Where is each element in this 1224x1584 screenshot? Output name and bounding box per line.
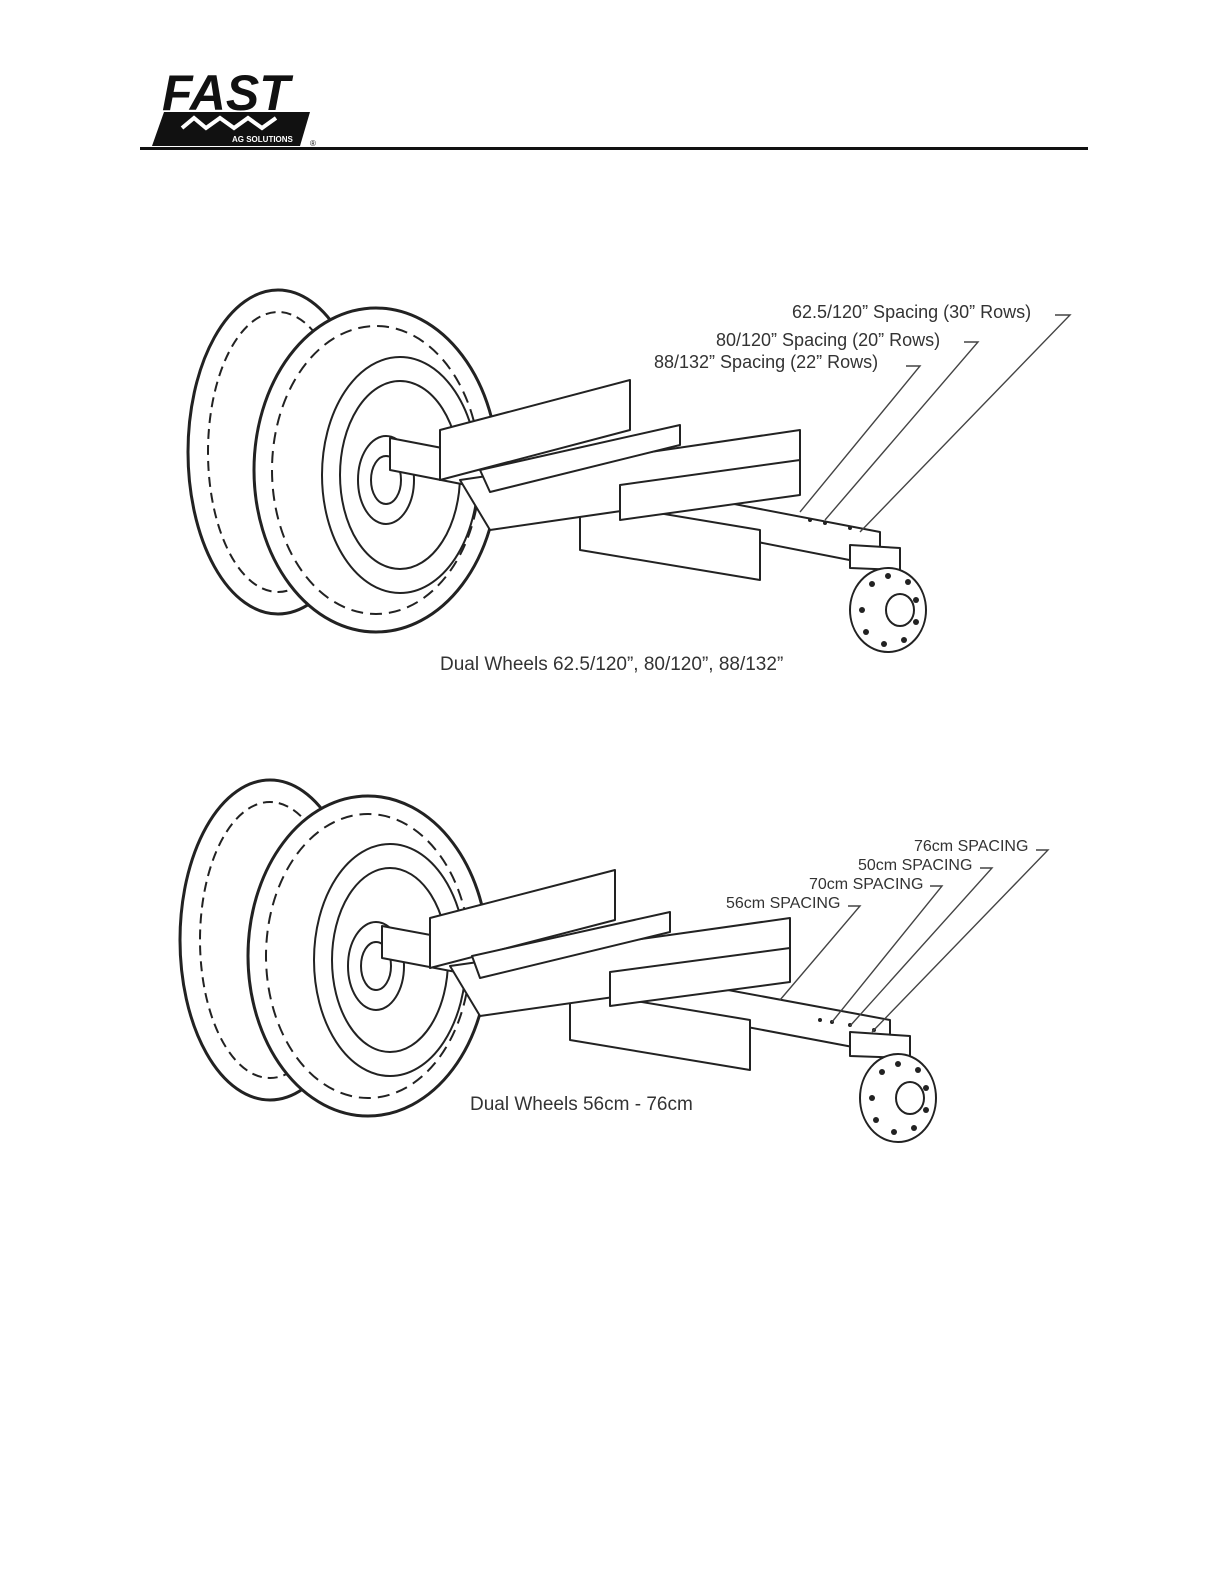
- axle-drawing-1: [160, 280, 1080, 700]
- callout-spacing-88: 88/132” Spacing (22” Rows): [654, 352, 878, 373]
- figure-caption: Dual Wheels 56cm - 76cm: [470, 1094, 693, 1116]
- figure-dual-wheels-metric: 76cm SPACING 50cm SPACING 70cm SPACING 5…: [160, 770, 1080, 1160]
- header-divider: [140, 147, 1088, 150]
- logo-subtext: AG SOLUTIONS: [232, 135, 294, 144]
- callout-spacing-56cm: 56cm SPACING: [726, 895, 840, 913]
- figure-dual-wheels-inches: 62.5/120” Spacing (30” Rows) 80/120” Spa…: [160, 280, 1080, 700]
- callout-spacing-62-5: 62.5/120” Spacing (30” Rows): [792, 302, 1031, 323]
- callout-spacing-50cm: 50cm SPACING: [858, 857, 972, 875]
- callout-spacing-76cm: 76cm SPACING: [914, 838, 1028, 856]
- callout-spacing-70cm: 70cm SPACING: [809, 876, 923, 894]
- spindle: [850, 545, 900, 570]
- callout-spacing-80: 80/120” Spacing (20” Rows): [716, 330, 940, 351]
- figure-caption: Dual Wheels 62.5/120”, 80/120”, 88/132”: [440, 654, 783, 676]
- fast-logo: FAST AG SOLUTIONS ®: [150, 66, 325, 148]
- page-header: FAST AG SOLUTIONS ®: [140, 66, 1088, 150]
